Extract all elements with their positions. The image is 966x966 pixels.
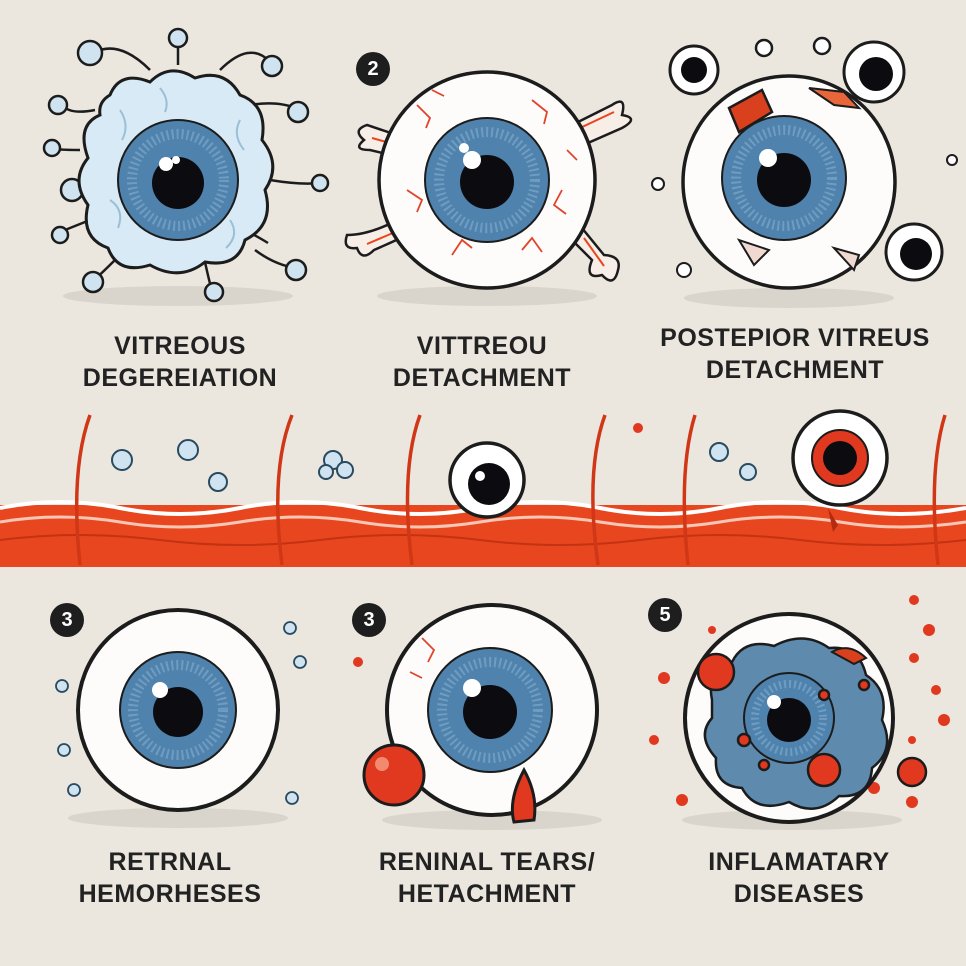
torn-patch: [727, 88, 774, 134]
panel-4-label: RETRNAL HEMORHESES: [40, 846, 300, 910]
panel-retinal-hemorrhages: RETRNAL HEMORHESES: [0, 590, 322, 966]
panel-4-label-line1: RETRNAL: [108, 848, 232, 876]
floating-eyes: [651, 36, 958, 282]
panel-6-label: INFLAMATARY DISEASES: [654, 846, 944, 910]
hemorrhage-droplets: [55, 621, 307, 805]
panel-5-label-line2: HETACHMENT: [397, 880, 577, 908]
panel-6-badge: 5: [648, 598, 682, 632]
posterior-vitreous-detachment-illustration: [651, 36, 958, 308]
panel-vitreous-detachment: VITTREOU DETACHMENT: [322, 0, 644, 400]
retinal-tears-illustration: [353, 603, 602, 830]
panel-retinal-tears-detachment: RENINAL TEARS/ HETACHMENT: [322, 590, 644, 966]
pupil: [153, 687, 203, 737]
blood-vessels: [406, 89, 578, 256]
panel-4-badge: 3: [50, 603, 84, 637]
panel-2-badge: 2: [356, 52, 390, 86]
inflammation-spots: [696, 652, 928, 788]
tear-drop: [510, 766, 537, 824]
retina-cross-section-strip: [0, 409, 966, 567]
inflammatory-diseases-illustration: [649, 595, 950, 830]
retinal-hemorrhages-illustration: [55, 608, 307, 828]
panel-2-label-line1: VITTREOU: [416, 332, 548, 360]
strip-droplets: [111, 439, 757, 492]
panel-6-label-line2: DISEASES: [733, 880, 865, 908]
pupil: [463, 685, 517, 739]
retina-fibers: [74, 414, 947, 566]
panel-inflammatory-diseases: INFLAMATARY DISEASES: [644, 590, 966, 966]
panel-5-badge: 3: [352, 603, 386, 637]
panel-1-label-line2: DEGEREIATION: [82, 364, 278, 392]
panel-3-label-line2: DETACHMENT: [705, 356, 885, 384]
panel-5-label-line1: RENINAL TEARS/: [378, 848, 596, 876]
panel-1-label: VITREOUS DEGEREIATION: [40, 330, 320, 394]
panel-3-label: POSTEPIOR VITREUS DETACHMENT: [634, 322, 956, 386]
panel-5-label: RENINAL TEARS/ HETACHMENT: [342, 846, 632, 910]
panel-posterior-vitreous-detachment: POSTEPIOR VITREUS DETACHMENT: [644, 0, 966, 400]
vitreous-droplets: [42, 27, 330, 303]
blood-drop: [362, 743, 426, 807]
panel-1-label-line1: VITREOUS: [114, 332, 246, 360]
panel-vitreous-degeneration: VITREOUS DEGEREIATION: [0, 0, 330, 400]
blood-vessels: [409, 637, 436, 679]
pupil: [767, 698, 811, 742]
vitreous-degeneration-illustration: [42, 27, 330, 306]
panel-6-label-line1: INFLAMATARY: [708, 848, 890, 876]
panel-4-label-line2: HEMORHESES: [78, 880, 262, 908]
vitreous-detachment-illustration: [344, 70, 633, 306]
panel-2-label: VITTREOU DETACHMENT: [332, 330, 632, 394]
panel-3-label-line1: POSTEPIOR VITREUS: [660, 324, 930, 352]
panel-2-label-line2: DETACHMENT: [392, 364, 572, 392]
inflammation-dots: [649, 595, 950, 808]
